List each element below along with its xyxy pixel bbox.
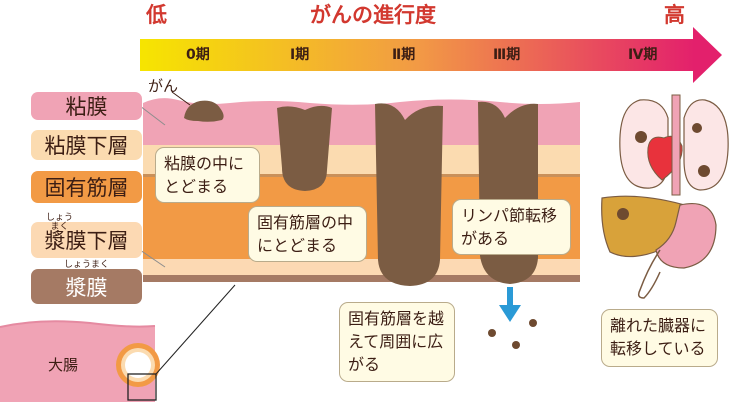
label-connectors: [139, 105, 166, 268]
cancer-label: がん: [148, 77, 179, 95]
callout-stage-0: 粘膜の中に とどまる: [155, 147, 260, 203]
colon-illustration: [0, 284, 236, 402]
subserosa-text: しょうまく 漿膜下層: [44, 213, 129, 254]
diagram-title: がんの進行度: [310, 3, 436, 27]
subserosa-layer: [143, 259, 580, 275]
lymph-spread: [488, 287, 537, 349]
callout-stage-4: 離れた臓器に 転移している: [601, 309, 718, 367]
colon-label: 大腸: [48, 356, 79, 374]
progression-arrow: [140, 27, 722, 83]
layer-label-mucosa: 粘膜: [31, 92, 142, 120]
stage-0-label: 0期: [186, 47, 210, 63]
layer-label-submucosa: 粘膜下層: [31, 130, 142, 160]
mucosa-layer: [143, 98, 580, 145]
callout-stage-1: 固有筋層の中 にとどまる: [248, 206, 367, 262]
callout-stage-3: リンパ節転移 がある: [452, 199, 571, 255]
layer-label-muscularis: 固有筋層: [31, 171, 142, 203]
stage-4-label: Ⅳ期: [628, 47, 658, 63]
stage-3-label: Ⅲ期: [493, 47, 521, 63]
layer-label-subserosa: しょうまく 漿膜下層: [31, 213, 142, 258]
stage-1-label: Ⅰ期: [290, 47, 310, 63]
magnifier-box: [127, 373, 157, 401]
tumor-stage-3: [478, 101, 538, 284]
layer-label-serosa: しょうまく 漿膜: [31, 260, 142, 304]
subserosa-ruby: しょうまく: [45, 213, 73, 232]
organs-illustration: [601, 94, 729, 299]
serosa-text: しょうまく 漿膜: [64, 260, 109, 302]
tumor-stage-1: [277, 105, 332, 191]
serosa-layer: [143, 275, 580, 282]
stage-2-label: Ⅱ期: [392, 47, 416, 63]
high-label: 高: [664, 3, 685, 27]
low-label: 低: [146, 3, 167, 27]
callout-stage-2: 固有筋層を越 えて周囲に広 がる: [339, 302, 455, 382]
tumor-stage-0: [184, 100, 224, 122]
tumor-stage-2: [375, 103, 443, 286]
serosa-ruby: しょうまく: [63, 259, 109, 270]
